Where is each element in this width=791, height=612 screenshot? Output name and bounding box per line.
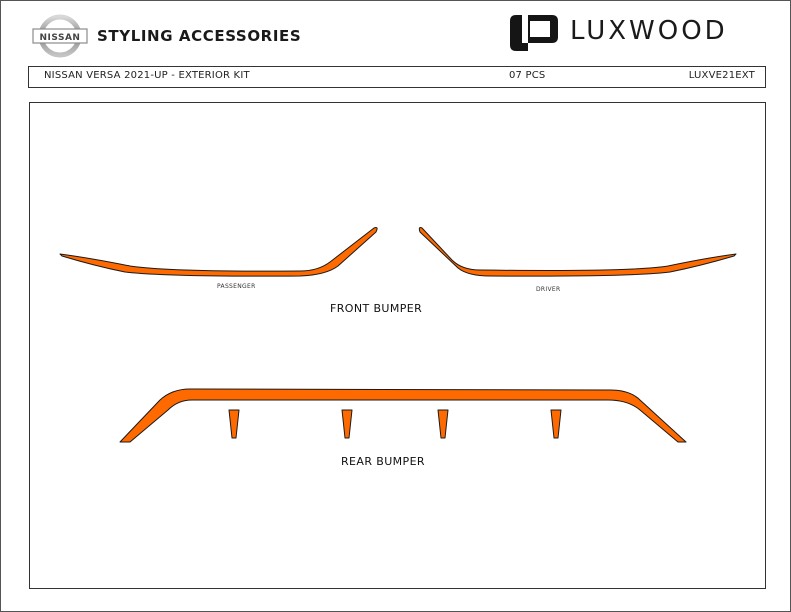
nissan-logo-text: NISSAN (40, 33, 81, 43)
rear-insert-4 (550, 409, 562, 439)
rear-insert-3 (437, 409, 449, 439)
luxwood-logo-mark (510, 15, 558, 51)
header-title: STYLING ACCESSORIES (97, 27, 302, 45)
driver-label: DRIVER (536, 286, 561, 293)
kit-title: NISSAN VERSA 2021-UP - EXTERIOR KIT (44, 70, 250, 81)
luxwood-wordmark: LUXWOOD (570, 16, 728, 46)
rear-bumper-trim (119, 388, 687, 443)
front-bumper-driver-trim (418, 227, 737, 277)
drawing-area (29, 102, 766, 589)
front-bumper-label: FRONT BUMPER (330, 302, 423, 315)
nissan-logo: NISSAN (32, 14, 88, 58)
rear-bumper-label: REAR BUMPER (341, 455, 425, 468)
rear-insert-1 (228, 409, 240, 439)
passenger-label: PASSENGER (217, 283, 256, 290)
kit-sku: LUXVE21EXT (688, 70, 755, 81)
info-bar: NISSAN VERSA 2021-UP - EXTERIOR KIT 07 P… (28, 66, 766, 88)
front-bumper-passenger-trim (59, 227, 378, 277)
rear-insert-2 (341, 409, 353, 439)
piece-count: 07 PCS (509, 70, 546, 81)
